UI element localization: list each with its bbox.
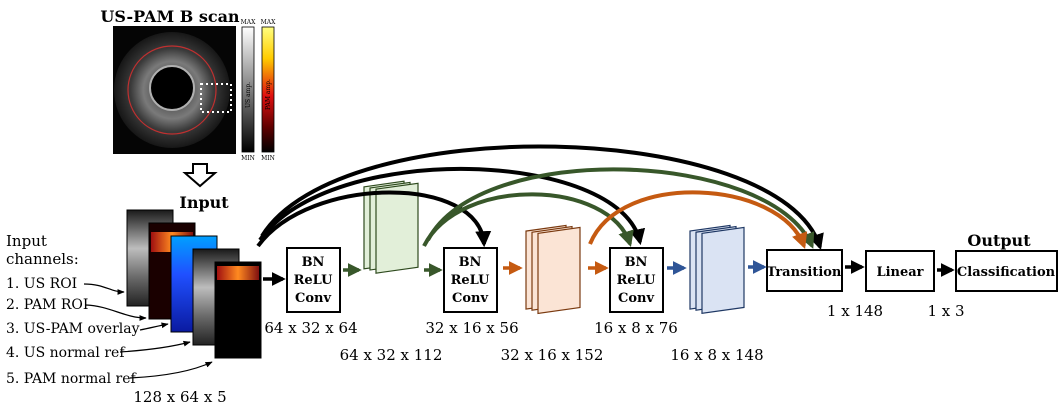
pam-normal-ref-signal — [217, 266, 259, 280]
conv-block-3-line3: Conv — [618, 291, 654, 306]
channel-item: 4. US normal ref — [6, 345, 126, 361]
bscan-image — [113, 26, 236, 154]
feature-map-3-dims: 16 x 8 x 148 — [670, 346, 763, 364]
feature-map-stack-1 — [363, 180, 419, 274]
input-label: Input — [179, 193, 229, 212]
conv-block-1-dims: 64 x 32 x 64 — [264, 319, 357, 337]
feature-map-stack-2 — [525, 224, 581, 315]
linear-label: Linear — [876, 265, 923, 280]
classification-block: Classification — [955, 250, 1058, 292]
pam-scale-bar: MAX PAM amp. MIN — [261, 19, 276, 162]
conv-block-1-line3: Conv — [295, 291, 331, 306]
us-scale-max: MAX — [241, 19, 256, 26]
skip-arc-maps1-to-transition — [426, 167, 815, 249]
pam-scale-max: MAX — [261, 19, 276, 26]
transition-block: Transition — [766, 249, 843, 292]
skip-arc-input-to-block2 — [256, 190, 492, 248]
pam-scale-min: MIN — [261, 155, 275, 162]
transition-dims: 1 x 148 — [827, 302, 883, 320]
conv-block-3-line2: ReLU — [617, 273, 657, 288]
skip-arc-maps2-to-transition — [588, 190, 808, 250]
channel-item: 5. PAM normal ref — [6, 371, 138, 387]
conv-block-2-dims: 32 x 16 x 56 — [425, 319, 518, 337]
transition-label: Transition — [767, 265, 842, 280]
skip-arc-input-to-transition — [260, 144, 824, 251]
channel-item: 2. PAM ROI — [6, 297, 88, 313]
feature-map-2-dims: 32 x 16 x 152 — [501, 346, 604, 364]
feature-map-sheet — [375, 182, 419, 274]
pam-scale-label: PAM amp. — [265, 79, 272, 110]
conv-block-2-line3: Conv — [452, 291, 488, 306]
channel-item: 3. US-PAM overlay — [6, 321, 140, 337]
us-scale-bar: MAX US amp. MIN — [241, 19, 256, 162]
classification-label: Classification — [957, 265, 1056, 280]
input-dims-label: 128 x 64 x 5 — [133, 388, 226, 406]
down-arrow-icon — [182, 163, 218, 188]
feature-map-sheet — [701, 226, 745, 315]
roi-dotted-box — [200, 83, 232, 113]
conv-block-2: BN ReLU Conv — [443, 247, 498, 313]
input-channel-stack — [126, 209, 262, 359]
us-scale-label: US amp. — [245, 82, 252, 108]
bscan-title: US-PAM B scan — [100, 7, 240, 26]
us-scale-min: MIN — [241, 155, 255, 162]
conv-block-3: BN ReLU Conv — [609, 247, 664, 313]
conv-block-1-line2: ReLU — [294, 273, 334, 288]
conv-block-2-line2: ReLU — [451, 273, 491, 288]
conv-block-2-line1: BN — [459, 255, 482, 270]
input-channels-legend: Input channels: 1. US ROI 2. PAM ROI 3. … — [6, 232, 140, 387]
output-header: Output — [967, 231, 1031, 250]
skip-arc-maps1-to-block3 — [422, 192, 634, 248]
conv-block-3-line1: BN — [625, 255, 648, 270]
channel-pointer-arrows — [83, 283, 213, 379]
channels-header-line1: Input — [6, 232, 47, 250]
feature-map-1-dims: 64 x 32 x 112 — [340, 346, 443, 364]
channel-item: 1. US ROI — [6, 276, 77, 292]
channels-header-line2: channels: — [6, 250, 79, 268]
feature-map-stack-3 — [689, 224, 745, 315]
conv-block-1-line1: BN — [302, 255, 325, 270]
conv-block-3-dims: 16 x 8 x 76 — [594, 319, 678, 337]
feature-map-sheet — [537, 226, 581, 315]
linear-dims: 1 x 3 — [927, 302, 964, 320]
conv-block-1: BN ReLU Conv — [286, 247, 341, 313]
skip-arc-input-to-block3 — [258, 166, 646, 246]
linear-block: Linear — [865, 250, 935, 292]
